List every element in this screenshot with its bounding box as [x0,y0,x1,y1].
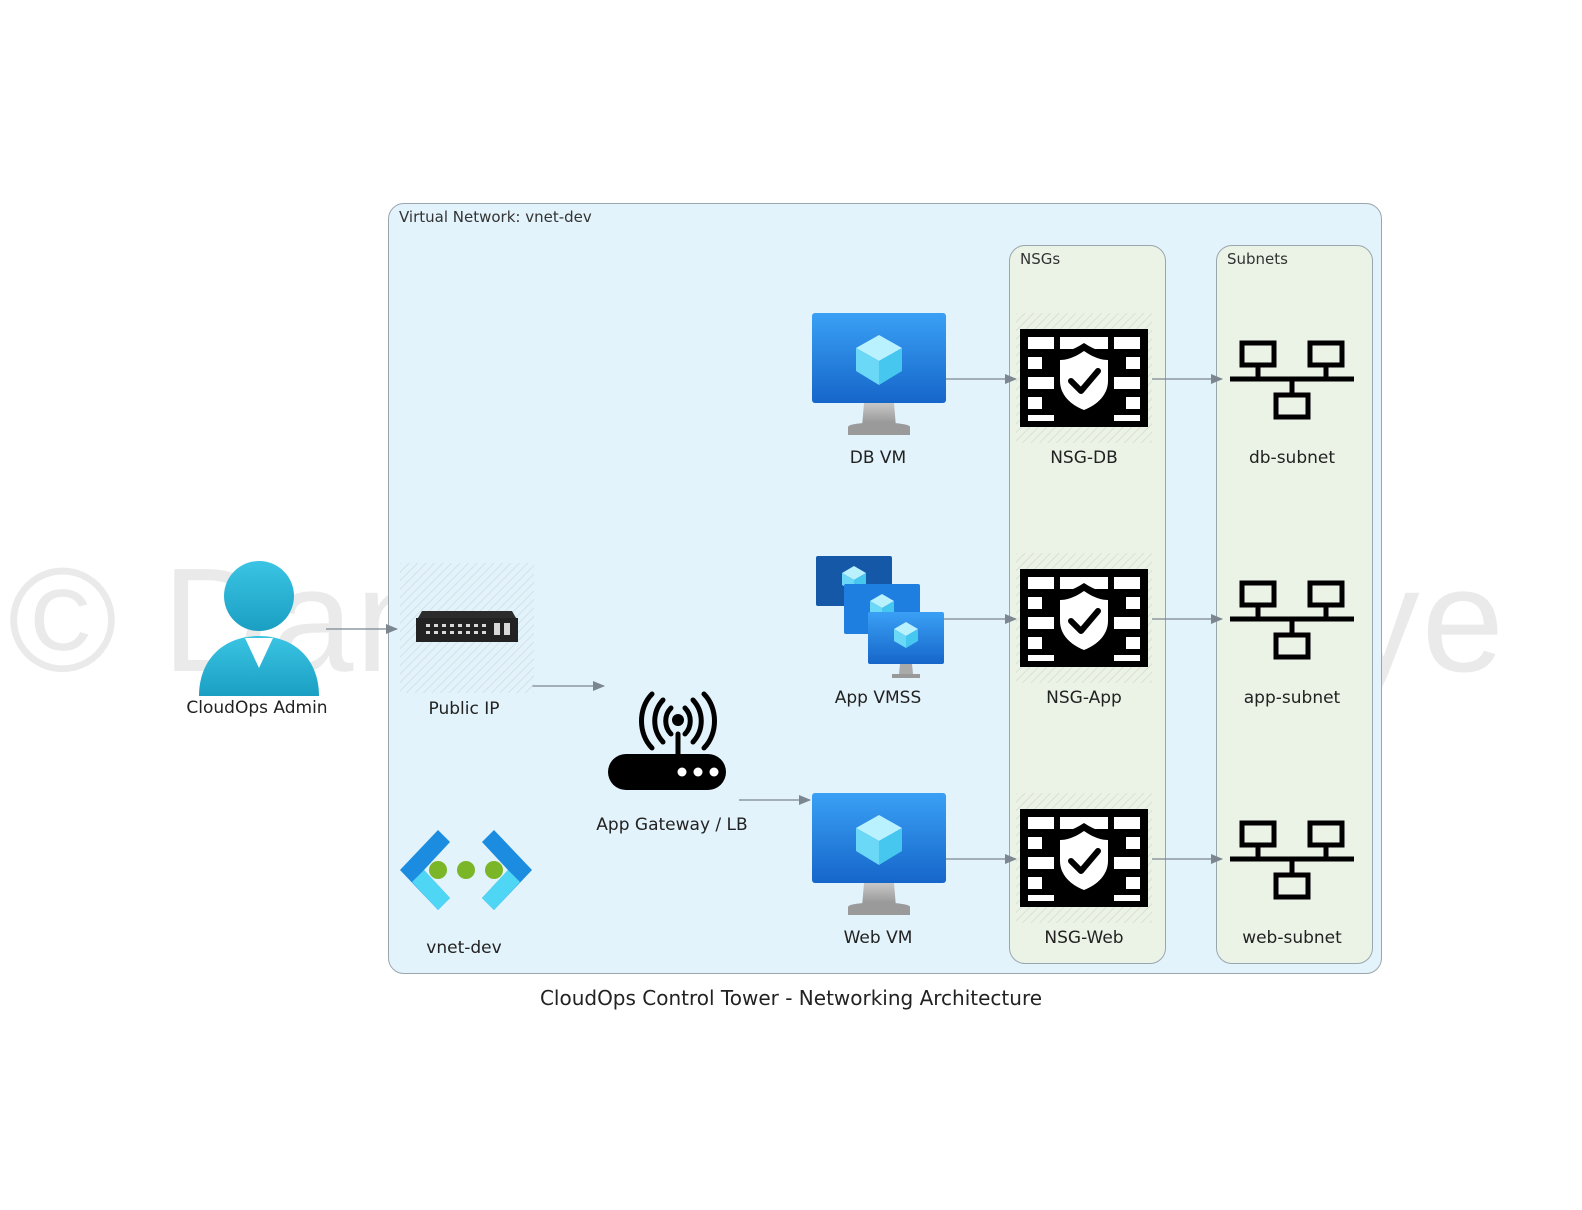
cloudops-admin-label: CloudOps Admin [186,698,328,718]
app-subnet-node[interactable]: app-subnet [1224,553,1360,713]
virtual-machine-icon [812,313,946,435]
virtual-network-icon [400,830,532,910]
app-gateway-lb-label: App Gateway / LB [596,815,748,835]
nsg-db-node[interactable]: NSG-DB [1016,313,1152,473]
nsg-db-label: NSG-DB [1050,448,1118,468]
subnets-cluster-label: Subnets [1227,250,1288,268]
app-vmss-label: App VMSS [834,688,922,708]
public-ip-icon [400,563,534,693]
web-subnet-node[interactable]: web-subnet [1224,793,1360,953]
subnet-network-icon [1230,580,1354,660]
web-vm-node[interactable]: Web VM [812,793,948,953]
nsgs-cluster-label: NSGs [1020,250,1061,268]
db-vm-node[interactable]: DB VM [812,313,948,473]
subnet-network-icon [1230,340,1354,420]
db-vm-label: DB VM [849,448,907,468]
web-subnet-label: web-subnet [1242,928,1342,948]
cloudops-admin-node[interactable]: CloudOps Admin [186,560,328,720]
app-gateway-lb-node[interactable]: App Gateway / LB [596,690,748,835]
vm-scale-set-icon [816,556,944,678]
app-vmss-node[interactable]: App VMSS [816,556,950,716]
user-icon [199,561,319,696]
vnet-dev-node[interactable]: vnet-dev [398,828,534,958]
vnet-dev-label: vnet-dev [426,938,502,958]
web-vm-label: Web VM [843,928,913,948]
public-ip-node[interactable]: Public IP [400,563,534,723]
firewall-shield-icon [1016,313,1152,443]
nsg-web-label: NSG-Web [1044,928,1124,948]
vnet-cluster-label: Virtual Network: vnet-dev [399,208,592,226]
firewall-shield-icon [1016,793,1152,923]
nsg-app-node[interactable]: NSG-App [1016,553,1152,713]
router-icon [608,691,726,790]
db-subnet-label: db-subnet [1248,448,1336,468]
virtual-machine-icon [812,793,946,915]
diagram-title: CloudOps Control Tower - Networking Arch… [539,986,1043,1010]
db-subnet-node[interactable]: db-subnet [1224,313,1360,473]
nsg-web-node[interactable]: NSG-Web [1016,793,1152,953]
public-ip-label: Public IP [428,699,500,719]
firewall-shield-icon [1016,553,1152,683]
app-subnet-label: app-subnet [1243,688,1341,708]
nsg-app-label: NSG-App [1046,688,1122,708]
subnet-network-icon [1230,820,1354,900]
